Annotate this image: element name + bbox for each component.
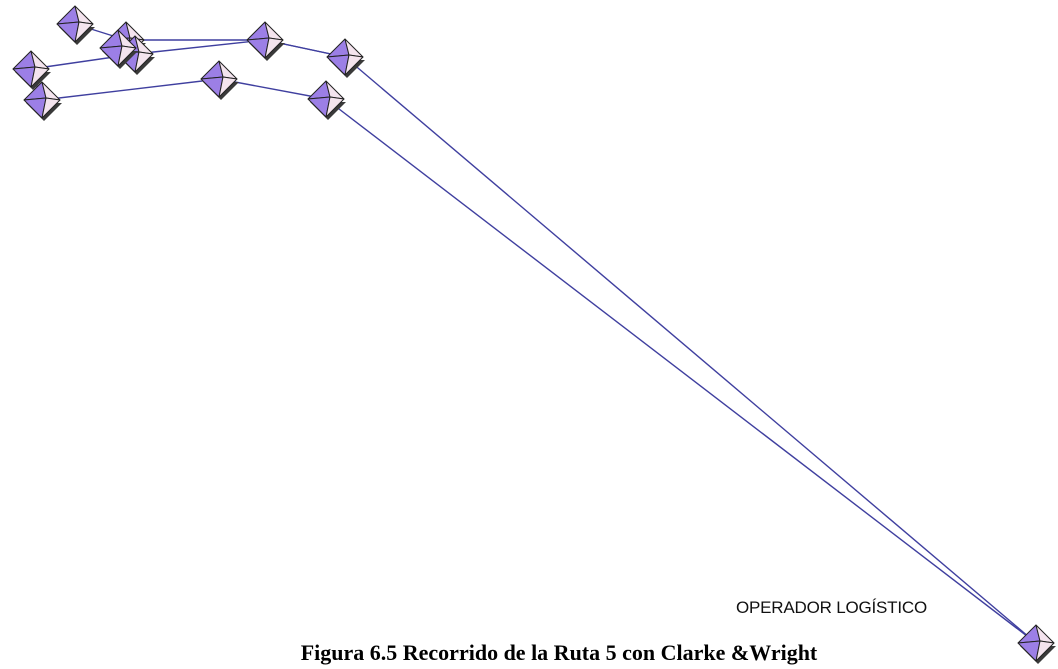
route-segment xyxy=(41,78,220,101)
pyramid-marker-icon xyxy=(12,50,51,90)
route-segment xyxy=(325,98,1037,644)
pyramid-marker-icon xyxy=(246,21,285,61)
pyramid-marker-icon xyxy=(56,5,95,45)
pyramid-marker-icon xyxy=(200,60,239,100)
pyramid-marker-icon xyxy=(326,38,365,78)
figure-caption: Figura 6.5 Recorrido de la Ruta 5 con Cl… xyxy=(300,640,818,665)
pyramid-marker-icon xyxy=(23,81,62,121)
pyramid-marker-icon xyxy=(99,29,138,69)
pyramid-marker-icon xyxy=(307,80,346,120)
route-segment xyxy=(344,56,1037,644)
route-lines xyxy=(30,23,1037,644)
route-segment xyxy=(134,39,266,55)
depot-pyramid-marker-icon xyxy=(1017,624,1056,664)
depot-label: OPERADOR LOGÍSTICO xyxy=(736,598,927,617)
route-markers xyxy=(12,5,1056,664)
